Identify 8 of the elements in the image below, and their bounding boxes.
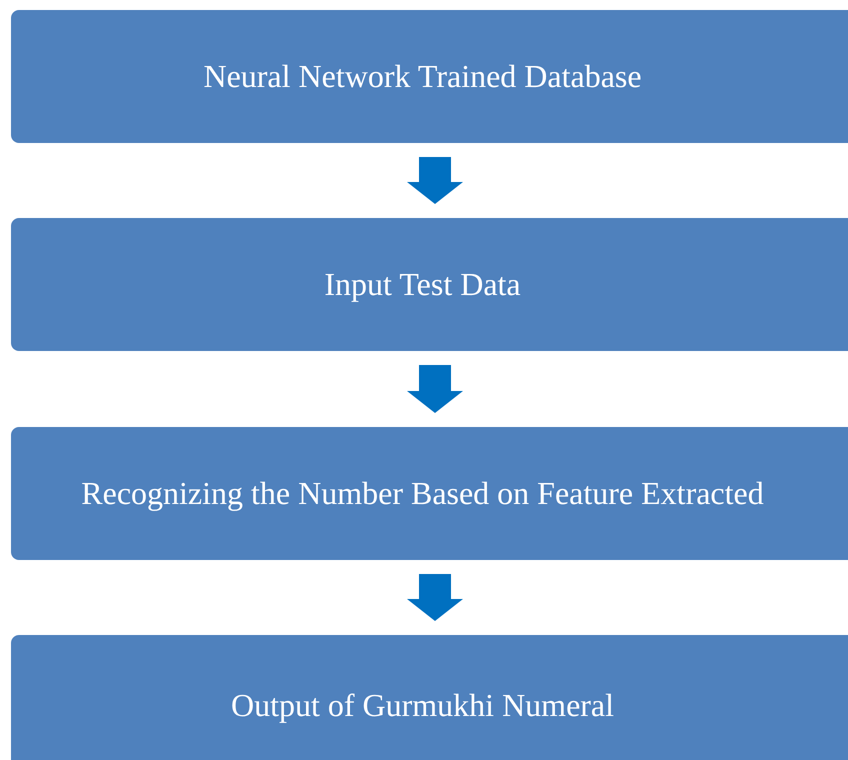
process-box [11,635,848,760]
process-box [11,218,848,351]
box-label: Recognizing the Number Based on Feature Extracted [81,475,764,512]
box-label: Output of Gurmukhi Numeral [230,686,614,724]
process-box [11,10,848,143]
box-label: Neural Network Trained Database [203,58,642,95]
box-label: Input Test Data [324,266,521,303]
process-box [11,427,848,560]
